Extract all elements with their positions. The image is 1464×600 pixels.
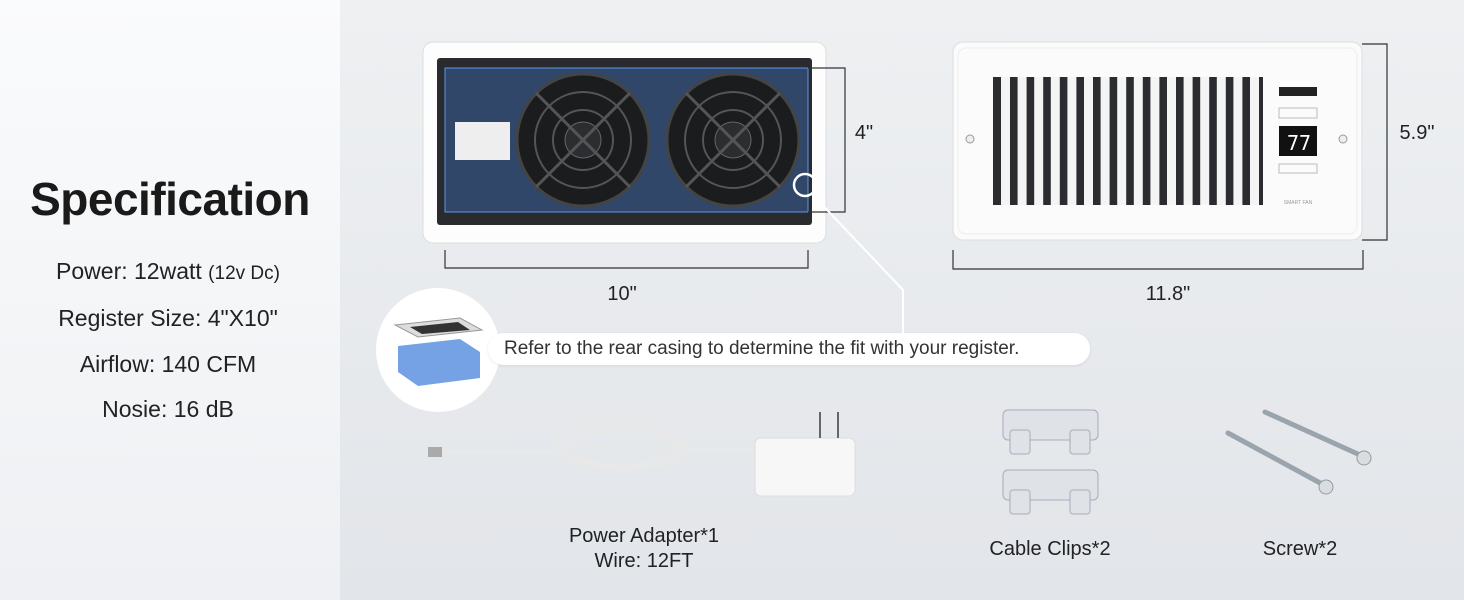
spec-panel: Specification Power: 12watt (12v Dc) Reg… <box>0 0 340 600</box>
product-label <box>455 122 510 160</box>
wire-label: Wire: 12FT <box>594 550 694 572</box>
display-value: 77 <box>1287 131 1311 155</box>
callout-text: Refer to the rear casing to determine th… <box>504 338 1020 359</box>
cable-clips <box>1002 409 1099 515</box>
louver <box>1034 77 1044 205</box>
fan-left <box>515 72 651 208</box>
register-front-view: 77 SMART FAN <box>952 41 1363 241</box>
fan-right <box>665 72 801 208</box>
adapter-label: Power Adapter*1 <box>568 525 720 547</box>
louver <box>1050 77 1060 205</box>
spec-airflow: Airflow: 140 CFM <box>79 351 257 377</box>
dimension-lines <box>444 43 1388 270</box>
power-note: (12v Dc) <box>208 263 280 284</box>
louver <box>1117 77 1127 205</box>
brand-label: SMART FAN <box>1284 200 1313 206</box>
rear-height-label: 4" <box>854 122 874 144</box>
screws-label: Screw*2 <box>1262 538 1338 560</box>
louver <box>1001 77 1010 205</box>
rear-width-label: 10" <box>607 283 637 305</box>
screws <box>1225 409 1372 495</box>
louver <box>1084 77 1093 205</box>
fan-rear-view <box>422 41 827 244</box>
louver <box>1183 77 1193 205</box>
spec-register-size: Register Size: 4"X10" <box>58 305 278 331</box>
louver <box>1200 77 1210 205</box>
louver <box>1150 77 1160 205</box>
louver <box>1067 77 1077 205</box>
clips-label: Cable Clips*2 <box>989 538 1111 560</box>
front-width-label: 11.8" <box>1145 283 1191 305</box>
temperature-display <box>1279 126 1317 156</box>
spec-title: Specification <box>30 173 310 225</box>
louver <box>1216 77 1226 205</box>
callout-line <box>811 193 904 333</box>
power-adapter <box>428 412 856 497</box>
register-fit-icon <box>376 288 500 412</box>
spec-power: Power: 12watt (12v Dc) <box>0 258 336 285</box>
spec-noise: Nosie: 16 dB <box>102 396 234 422</box>
louver <box>1250 77 1259 205</box>
fit-callout: Refer to the rear casing to determine th… <box>488 333 1090 365</box>
louver <box>1100 77 1110 205</box>
louver <box>1017 77 1027 205</box>
louver <box>1233 77 1243 205</box>
front-height-label: 5.9" <box>1399 122 1435 144</box>
louver <box>1133 77 1143 205</box>
louver <box>1167 77 1176 205</box>
power-value: Power: 12watt <box>56 258 202 284</box>
